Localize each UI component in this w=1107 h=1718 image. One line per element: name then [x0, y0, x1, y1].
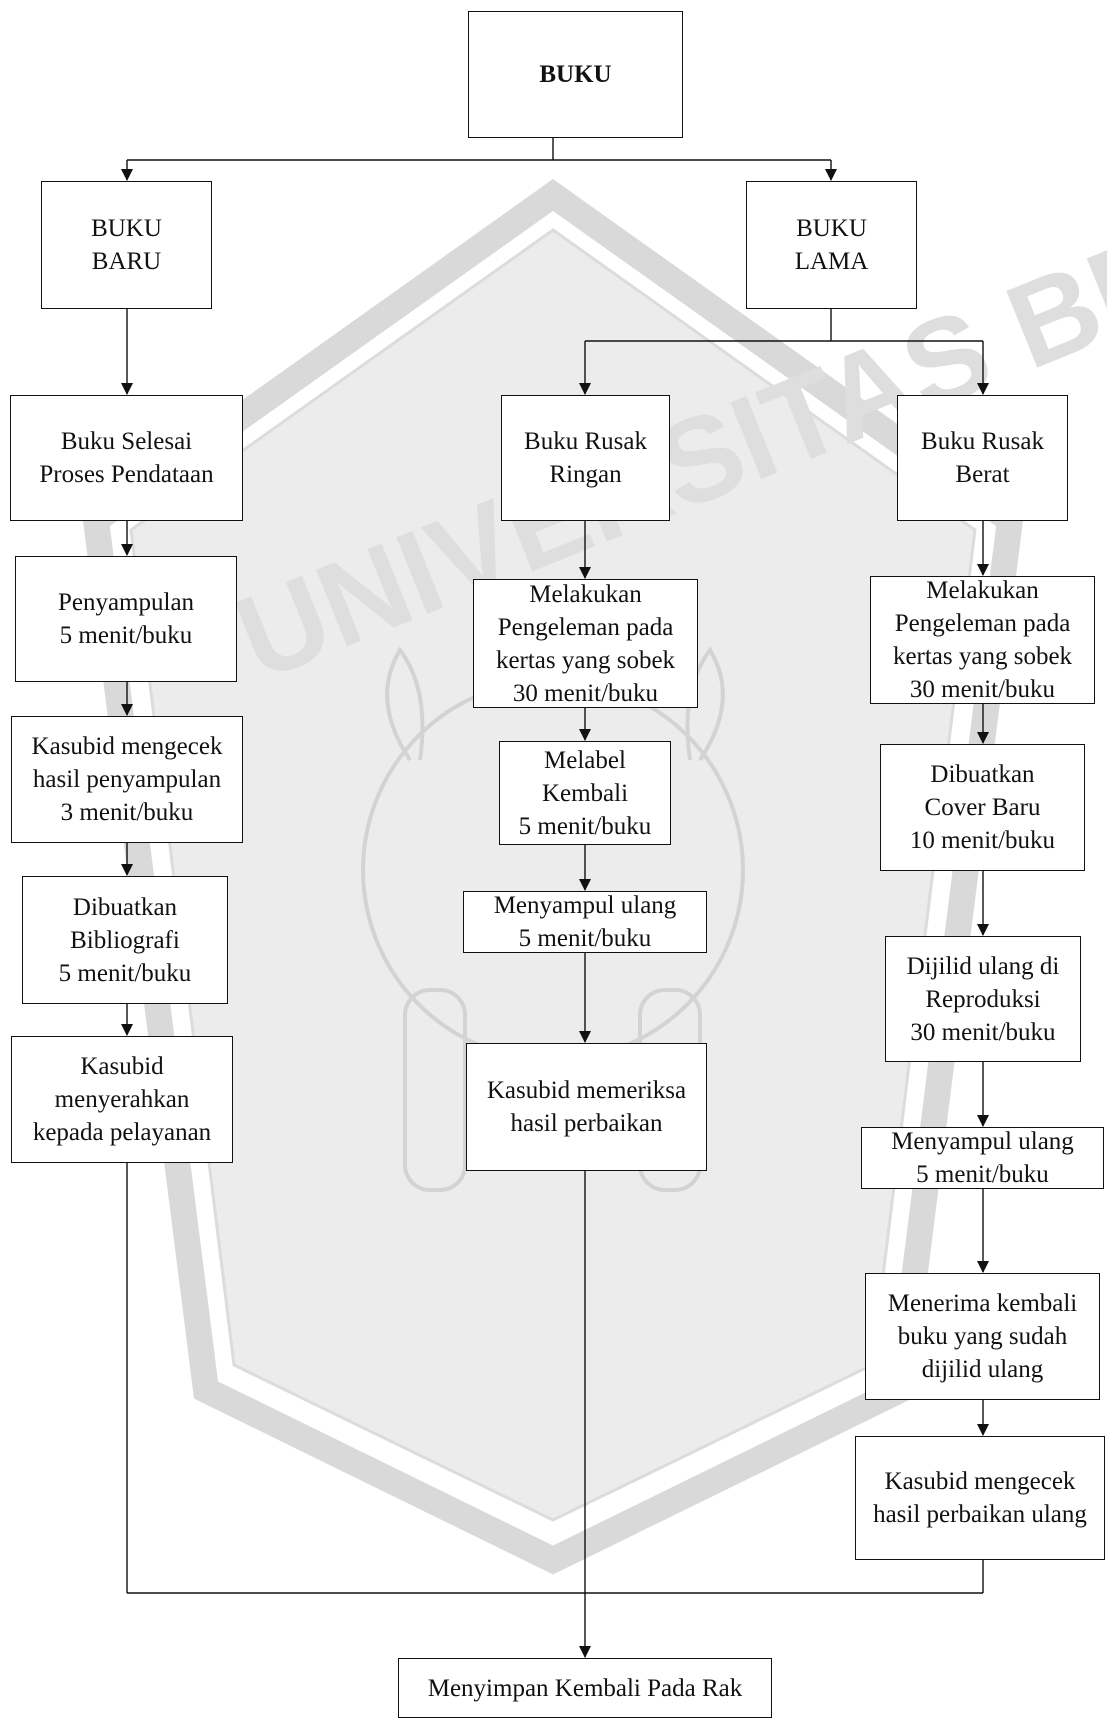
- light-step-1-label: Buku Rusak Ringan: [524, 428, 647, 488]
- heavy-step-5: Menyampul ulang 5 menit/buku: [861, 1127, 1104, 1189]
- heavy-step-6: Menerima kembali buku yang sudah dijilid…: [865, 1273, 1100, 1400]
- light-step-2-label: Melakukan Pengeleman pada kertas yang so…: [495, 580, 676, 707]
- new-step-5: Kasubid menyerahkan kepada pelayanan: [11, 1036, 233, 1163]
- heavy-step-4: Dijilid ulang di Reproduksi 30 menit/buk…: [885, 936, 1081, 1062]
- new-book-label: BUKU BARU: [91, 215, 162, 275]
- heavy-step-3-label: Dibuatkan Cover Baru 10 menit/buku: [909, 761, 1056, 854]
- light-step-3: Melabel Kembali 5 menit/buku: [499, 741, 671, 845]
- heavy-step-3: Dibuatkan Cover Baru 10 menit/buku: [880, 744, 1085, 871]
- heavy-step-7: Kasubid mengecek hasil perbaikan ulang: [855, 1436, 1105, 1560]
- old-book-node: BUKU LAMA: [746, 181, 917, 309]
- new-step-3: Kasubid mengecek hasil penyampulan 3 men…: [11, 716, 243, 843]
- heavy-step-5-label: Menyampul ulang 5 menit/buku: [891, 1128, 1074, 1188]
- heavy-step-1: Buku Rusak Berat: [897, 395, 1068, 521]
- light-step-5-label: Kasubid memeriksa hasil perbaikan: [486, 1077, 687, 1137]
- heavy-step-2-label: Melakukan Pengeleman pada kertas yang so…: [892, 577, 1073, 703]
- new-step-2: Penyampulan 5 menit/buku: [15, 556, 237, 682]
- new-book-node: BUKU BARU: [41, 181, 212, 309]
- light-step-3-label: Melabel Kembali 5 menit/buku: [518, 746, 652, 840]
- light-step-5: Kasubid memeriksa hasil perbaikan: [466, 1043, 707, 1171]
- final-node: Menyimpan Kembali Pada Rak: [398, 1658, 772, 1718]
- heavy-step-7-label: Kasubid mengecek hasil perbaikan ulang: [873, 1468, 1087, 1528]
- heavy-step-4-label: Dijilid ulang di Reproduksi 30 menit/buk…: [906, 952, 1060, 1046]
- new-step-5-label: Kasubid menyerahkan kepada pelayanan: [32, 1053, 212, 1146]
- light-step-2: Melakukan Pengeleman pada kertas yang so…: [473, 579, 698, 708]
- new-step-3-label: Kasubid mengecek hasil penyampulan 3 men…: [31, 733, 223, 826]
- final-label: Menyimpan Kembali Pada Rak: [427, 1674, 743, 1702]
- new-step-1-label: Buku Selesai Proses Pendataan: [39, 428, 214, 488]
- heavy-step-6-label: Menerima kembali buku yang sudah dijilid…: [887, 1290, 1078, 1383]
- new-step-4-label: Dibuatkan Bibliografi 5 menit/buku: [58, 893, 192, 987]
- new-step-1: Buku Selesai Proses Pendataan: [10, 395, 243, 521]
- new-step-4: Dibuatkan Bibliografi 5 menit/buku: [22, 876, 228, 1004]
- old-book-label: BUKU LAMA: [794, 215, 869, 275]
- new-step-2-label: Penyampulan 5 menit/buku: [57, 589, 195, 649]
- light-step-1: Buku Rusak Ringan: [501, 395, 670, 521]
- heavy-step-1-label: Buku Rusak Berat: [921, 428, 1044, 488]
- root-node: BUKU: [468, 11, 683, 138]
- heavy-step-2: Melakukan Pengeleman pada kertas yang so…: [870, 576, 1095, 704]
- light-step-4-label: Menyampul ulang 5 menit/buku: [493, 892, 677, 952]
- light-step-4: Menyampul ulang 5 menit/buku: [463, 891, 707, 953]
- root-label: BUKU: [539, 61, 612, 88]
